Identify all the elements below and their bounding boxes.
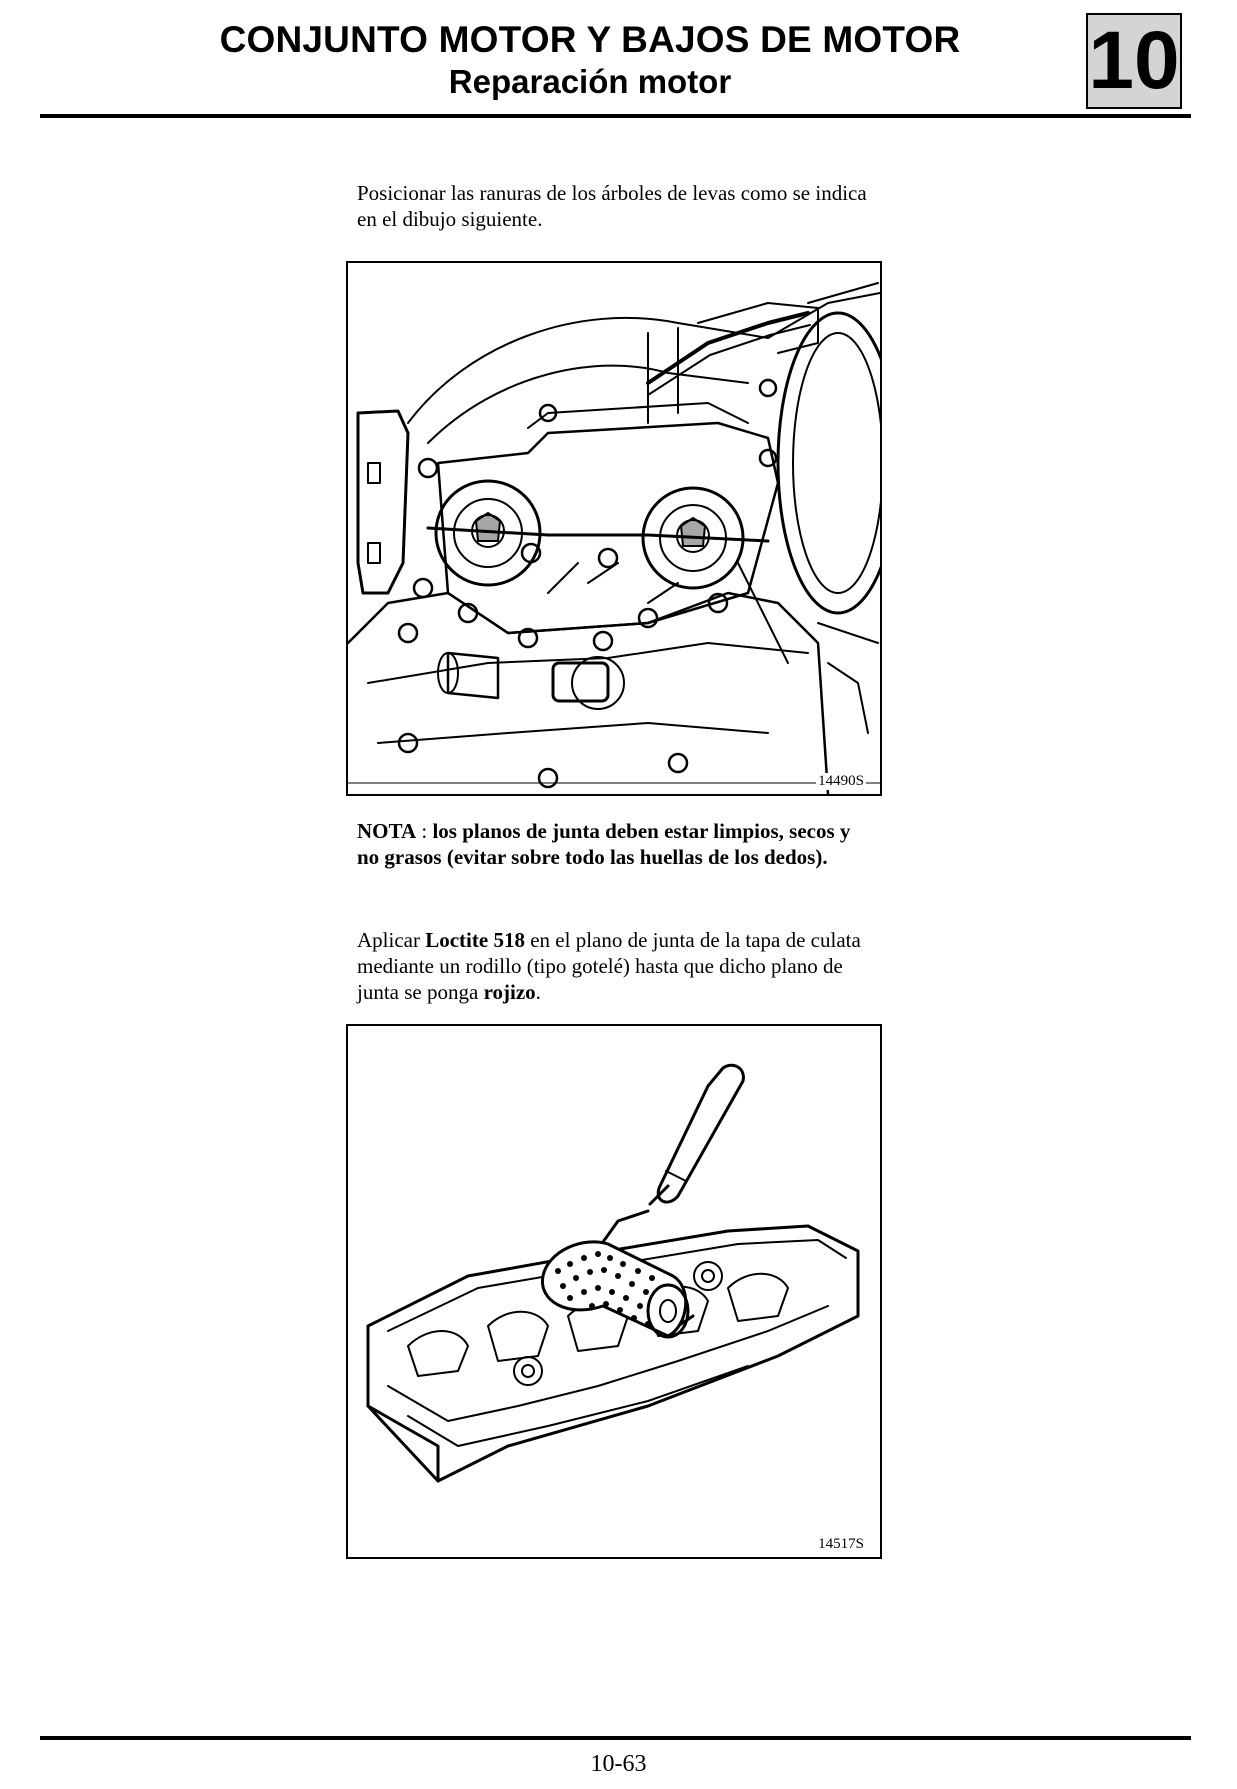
intro-paragraph: Posicionar las ranuras de los árboles de… bbox=[357, 181, 867, 231]
header-divider bbox=[40, 114, 1191, 118]
note-separator: : bbox=[416, 819, 433, 843]
figure-camshaft-grooves: 14490S bbox=[346, 261, 882, 796]
document-subtitle: Reparación motor bbox=[448, 63, 732, 100]
footer-divider bbox=[40, 1736, 1191, 1740]
target-color: rojizo bbox=[483, 980, 536, 1004]
note-paragraph: NOTA : los planos de junta deben estar l… bbox=[357, 818, 877, 870]
figure-loctite-roller: 14517S bbox=[346, 1024, 882, 1559]
note-label: NOTA bbox=[357, 819, 417, 843]
instruction-text-1: Aplicar bbox=[357, 928, 426, 952]
figure-code: 14517S bbox=[816, 1536, 866, 1553]
chapter-number-badge: 10 bbox=[1086, 13, 1182, 109]
document-title: CONJUNTO MOTOR Y BAJOS DE MOTOR bbox=[219, 19, 961, 60]
roller-cover-drawing bbox=[366, 1063, 860, 1483]
note-text: los planos de junta deben estar limpios,… bbox=[357, 819, 851, 869]
header-title-block: CONJUNTO MOTOR Y BAJOS DE MOTOR Reparaci… bbox=[40, 18, 1140, 102]
instruction-text-3: . bbox=[535, 980, 541, 1004]
figure-code: 14490S bbox=[816, 773, 866, 790]
page-number: 10-63 bbox=[590, 1751, 647, 1777]
camshaft-engine-drawing bbox=[348, 282, 880, 794]
instruction-text-2: en el plano de junta de la tapa de culat… bbox=[357, 928, 861, 1004]
product-name: Loctite 518 bbox=[425, 928, 525, 952]
instruction-paragraph: Aplicar Loctite 518 en el plano de junta… bbox=[357, 927, 877, 1005]
